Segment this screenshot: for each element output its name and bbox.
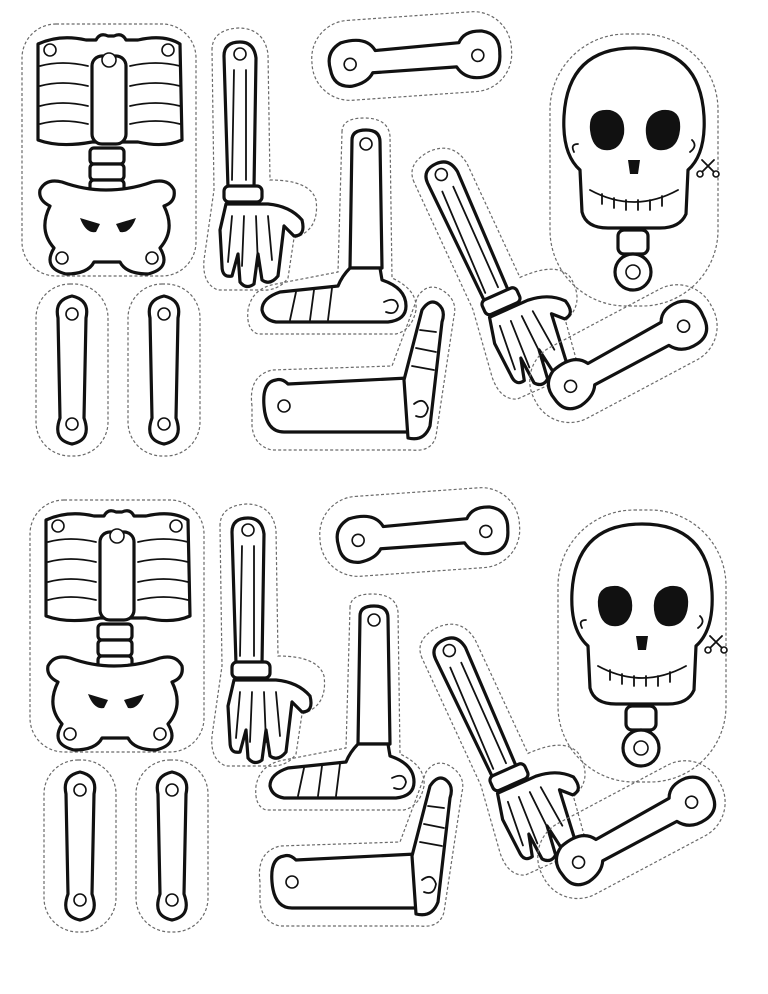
cutout-set-top xyxy=(22,9,731,456)
cutout-set-bottom xyxy=(30,485,739,932)
